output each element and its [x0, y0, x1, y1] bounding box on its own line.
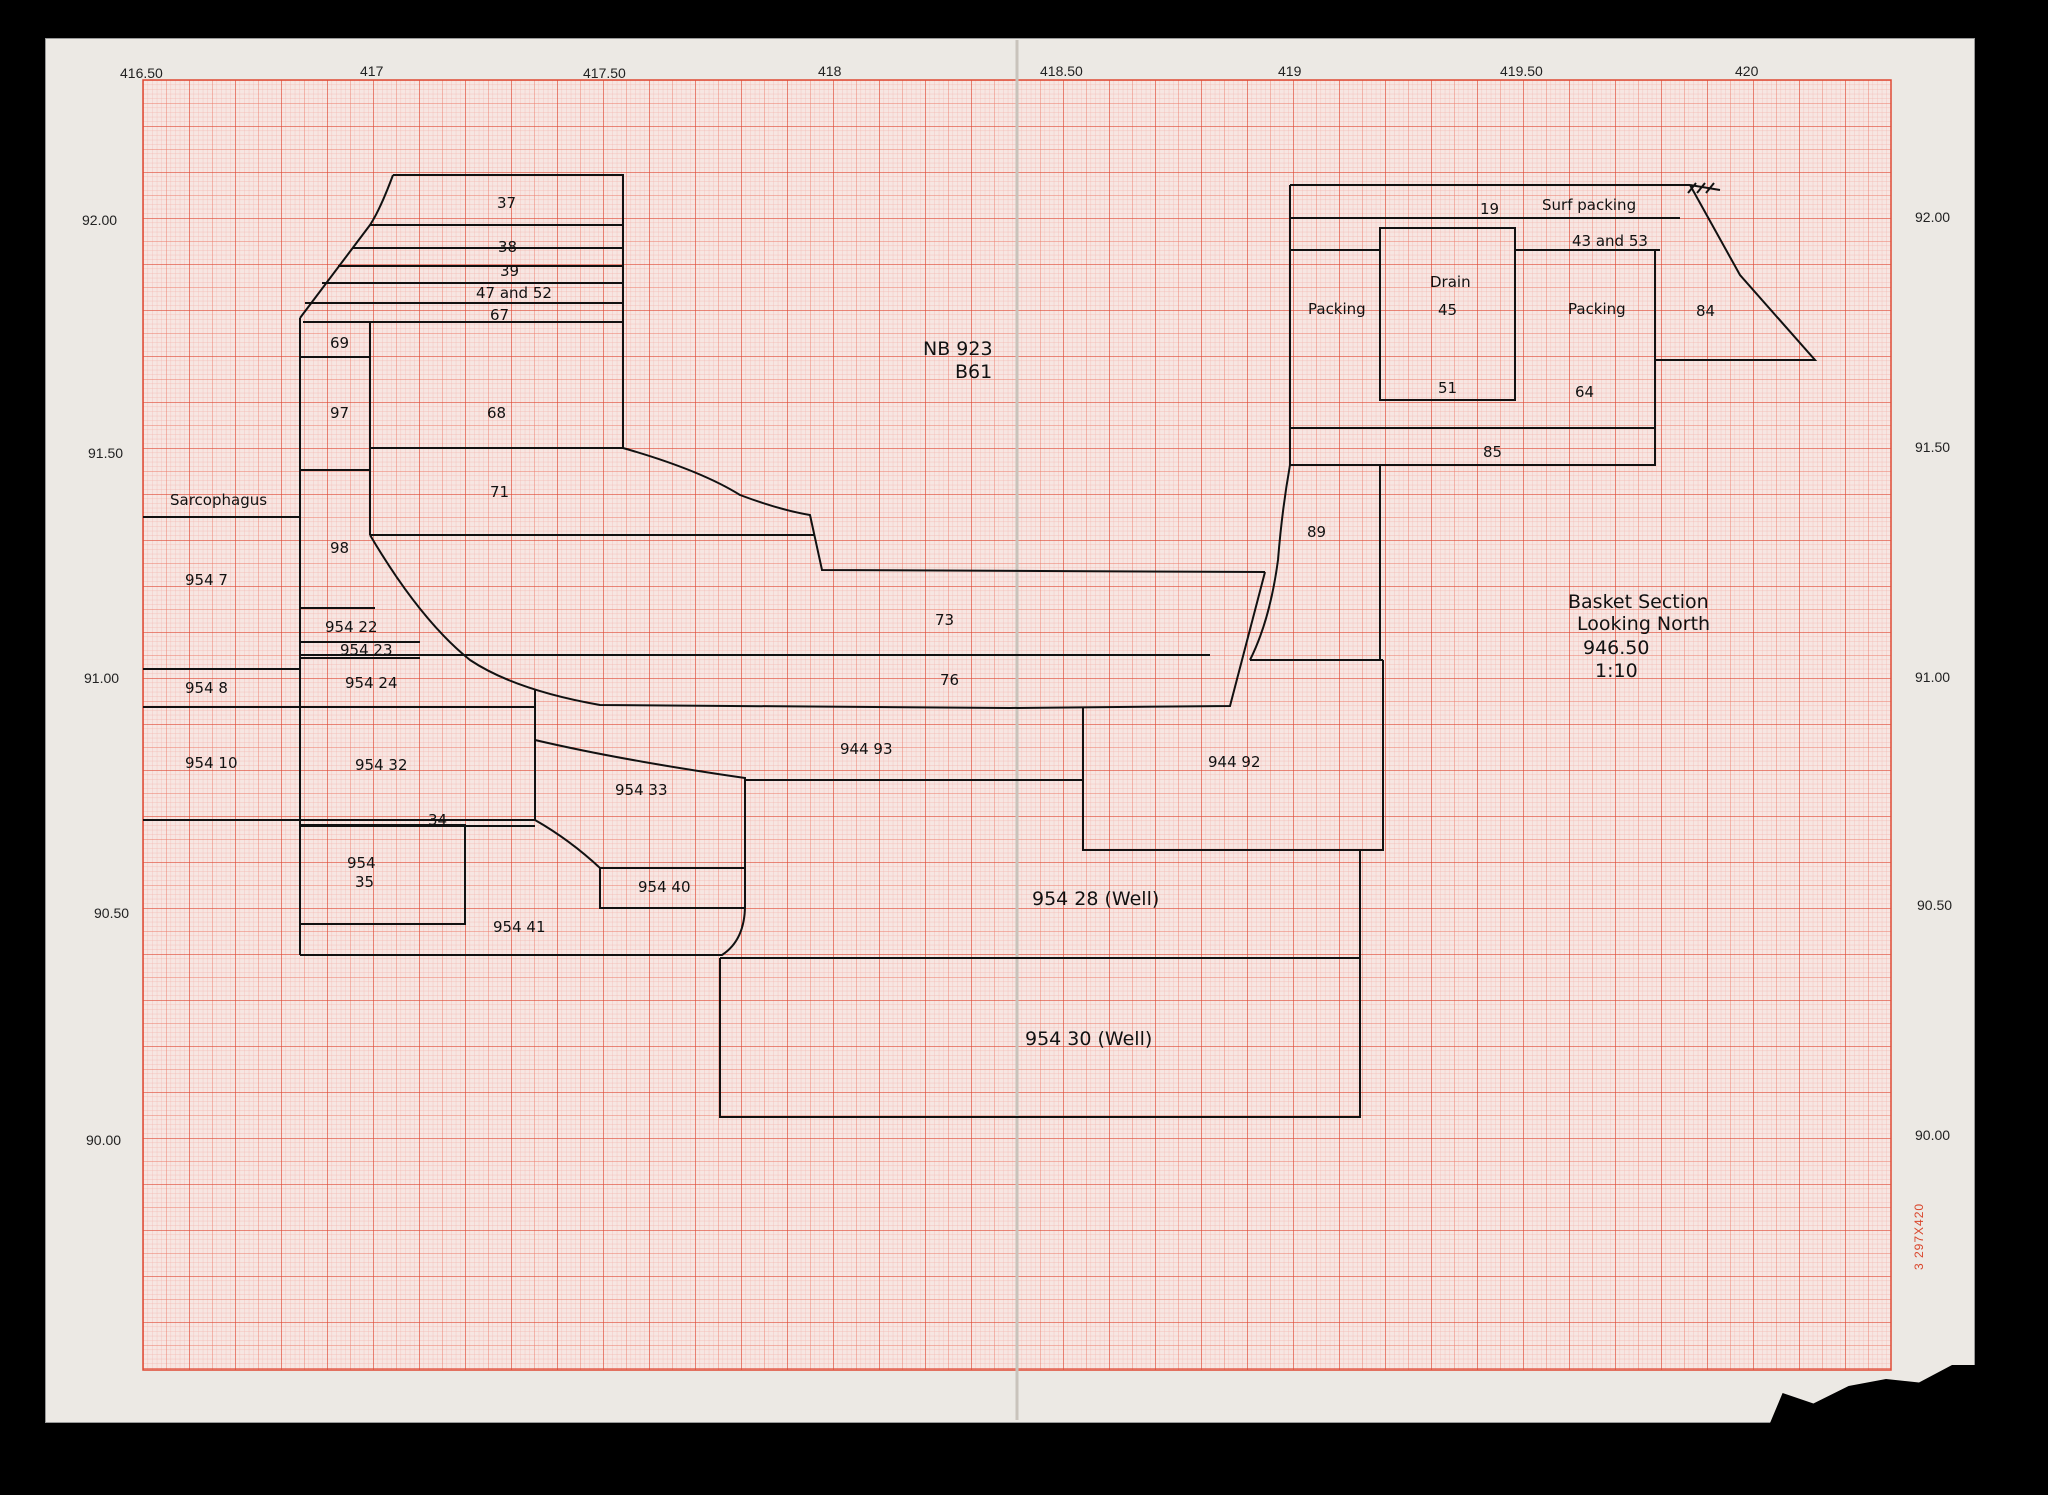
layer-label: 954 22	[325, 618, 378, 636]
y-tick: 90.50	[1917, 897, 1952, 913]
layer-label: 954 10	[185, 754, 238, 772]
layer-label: 76	[940, 671, 959, 689]
layer-label: 68	[487, 404, 506, 422]
y-tick: 92.00	[1915, 209, 1950, 225]
layer-label: 954 7	[185, 571, 228, 589]
drawing-title: Basket Section Looking North 946.50 1:10	[1568, 591, 1710, 682]
layer-label: 98	[330, 539, 349, 557]
layer-label: 39	[500, 262, 519, 280]
project-id: NB 923 B61	[923, 338, 993, 383]
x-tick: 418	[818, 63, 842, 79]
layer-label: Packing	[1308, 300, 1366, 318]
layer-label: 47 and 52	[476, 284, 552, 302]
layer-labels: 37 38 39 47 and 52 67 69 97 68 71 98 Sar…	[170, 194, 1715, 1050]
section-lines-left	[143, 174, 1384, 1118]
layer-label: 97	[330, 404, 349, 422]
layer-label: 954 23	[340, 641, 393, 659]
layer-label: 954	[347, 854, 376, 872]
layer-label: 69	[330, 334, 349, 352]
layer-label: 71	[490, 483, 509, 501]
y-tick: 90.00	[1915, 1127, 1950, 1143]
x-tick: 419.50	[1500, 63, 1543, 79]
y-tick: 91.00	[1915, 669, 1950, 685]
layer-label: 954 30 (Well)	[1025, 1028, 1152, 1050]
layer-label: 954 28 (Well)	[1032, 888, 1159, 910]
layer-label: 37	[497, 194, 516, 212]
layer-label: Sarcophagus	[170, 491, 267, 509]
layer-label: 67	[490, 306, 509, 324]
layer-label: 51	[1438, 379, 1457, 397]
x-tick: 416.50	[120, 65, 163, 81]
title-line: Looking North	[1577, 613, 1710, 635]
layer-label: 954 8	[185, 679, 228, 697]
layer-label: 43 and 53	[1572, 232, 1648, 250]
layer-label: 19	[1480, 200, 1499, 218]
x-tick: 417.50	[583, 65, 626, 81]
layer-label: 64	[1575, 383, 1594, 401]
y-tick: 91.00	[84, 670, 119, 686]
layer-label: 944 92	[1208, 753, 1261, 771]
layer-label: 954 40	[638, 878, 691, 896]
layer-label: 954 32	[355, 756, 408, 774]
layer-label: 954 33	[615, 781, 668, 799]
y-tick: 91.50	[1915, 439, 1950, 455]
layer-label: 35	[355, 873, 374, 891]
title-line: 946.50	[1583, 637, 1649, 659]
y-tick: 90.00	[86, 1132, 121, 1148]
layer-label: 73	[935, 611, 954, 629]
y-tick: 91.50	[88, 445, 123, 461]
layer-label: 45	[1438, 301, 1457, 319]
title-line: 1:10	[1595, 660, 1638, 682]
x-axis-labels: 416.50 417 417.50 418 418.50 419 419.50 …	[120, 63, 1759, 81]
layer-label: 34	[428, 811, 447, 829]
y-tick: 90.50	[94, 905, 129, 921]
layer-label: 954 24	[345, 674, 398, 692]
project-code: NB 923	[923, 338, 993, 360]
layer-label: Packing	[1568, 300, 1626, 318]
layer-label: 89	[1307, 523, 1326, 541]
x-tick: 418.50	[1040, 63, 1083, 79]
layer-label: 944 93	[840, 740, 893, 758]
layer-label: Surf packing	[1542, 196, 1636, 214]
y-tick: 92.00	[82, 212, 117, 228]
layer-label: 84	[1696, 302, 1715, 320]
x-tick: 417	[360, 63, 384, 79]
layer-label: Drain	[1430, 273, 1471, 291]
title-line: Basket Section	[1568, 591, 1709, 613]
layer-label: 38	[498, 238, 517, 256]
x-tick: 420	[1735, 63, 1759, 79]
paper-series-code: 3 297X420	[1912, 1202, 1926, 1270]
y-axis-labels-right: 92.00 91.50 91.00 90.50 90.00	[1915, 209, 1952, 1143]
layer-label: 954 41	[493, 918, 546, 936]
section-lines-right	[1249, 182, 1818, 661]
layer-label: 85	[1483, 443, 1502, 461]
x-tick: 419	[1278, 63, 1302, 79]
y-axis-labels-left: 92.00 91.50 91.00 90.50 90.00	[82, 212, 129, 1148]
project-locus: B61	[955, 361, 992, 383]
